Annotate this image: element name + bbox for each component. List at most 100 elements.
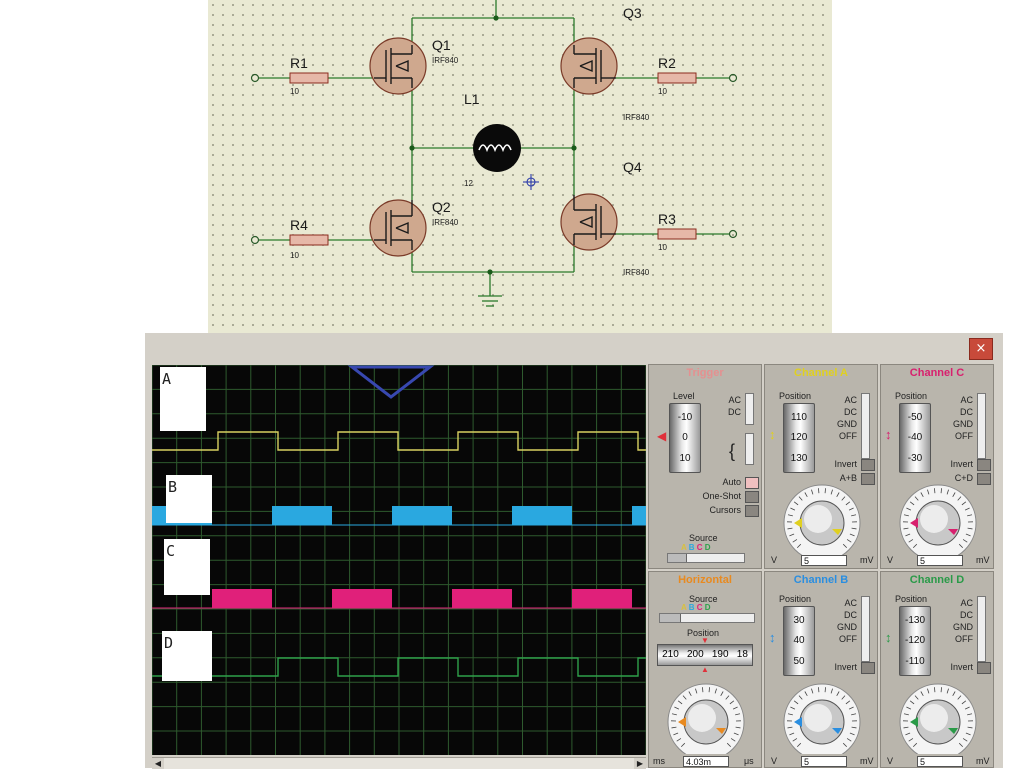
- position-arrow-icon: ↕: [769, 630, 776, 645]
- coupling-dc: DC: [937, 610, 973, 620]
- channel-b-panel: Channel B Position 30 40 50 ↕ AC DC GND …: [764, 571, 878, 768]
- q2-ref: Q2: [432, 199, 451, 215]
- oneshot-label: One-Shot: [679, 491, 741, 501]
- channel-a-volts-input[interactable]: 5: [801, 555, 847, 566]
- channel-a-coupling-switch[interactable]: [861, 393, 870, 459]
- auto-button[interactable]: [745, 477, 759, 489]
- source-d: D: [705, 603, 711, 612]
- oneshot-button[interactable]: [745, 491, 759, 503]
- source-slider[interactable]: [667, 553, 745, 563]
- trigger-level-drum[interactable]: -10 0 10: [669, 403, 701, 473]
- drum-value: 0: [670, 432, 700, 443]
- trigger-edge-switch[interactable]: [745, 433, 754, 465]
- trace-area: [152, 365, 646, 755]
- channel-b-volts-knob[interactable]: [772, 682, 872, 759]
- channel-c-volts-input[interactable]: 5: [917, 555, 963, 566]
- coupling-gnd: GND: [821, 419, 857, 429]
- channel-b-volts-input[interactable]: 5: [801, 756, 847, 767]
- source-a: A: [681, 603, 686, 612]
- schematic-canvas[interactable]: Q1 IRF840 Q2 IRF840 Q3 IRF840 Q4 IRF840 …: [208, 0, 832, 350]
- channel-b-label: B: [166, 475, 212, 523]
- channel-b-invert-button[interactable]: [861, 662, 875, 674]
- drum-value: -130: [900, 615, 930, 626]
- channel-a-volts-knob[interactable]: [772, 483, 872, 560]
- channel-c-position-drum[interactable]: -50 -40 -30: [899, 403, 931, 473]
- horizontal-source-slider[interactable]: [659, 613, 755, 623]
- r1-value: 10: [290, 87, 299, 96]
- cursors-button[interactable]: [745, 505, 759, 517]
- r3-value: 10: [658, 243, 667, 252]
- coupling-ac: AC: [937, 395, 973, 405]
- channel-a-invert-button[interactable]: [861, 459, 875, 471]
- coupling-ac: AC: [821, 395, 857, 405]
- channel-c-volts-knob[interactable]: [888, 483, 988, 560]
- position-label: Position: [779, 391, 811, 401]
- channel-c-pulse: [452, 589, 512, 608]
- unit-v: V: [771, 555, 777, 565]
- drum-value: 40: [784, 635, 814, 646]
- drum-value: 120: [784, 432, 814, 443]
- close-button[interactable]: ×: [969, 338, 993, 360]
- channel-b-position-drum[interactable]: 30 40 50: [783, 606, 815, 676]
- channel-c-coupling-switch[interactable]: [977, 393, 986, 459]
- source-channels: A B C D: [681, 543, 711, 552]
- q1-value: IRF840: [432, 56, 459, 65]
- drum-value: 50: [784, 656, 814, 667]
- channel-b-coupling-switch[interactable]: [861, 596, 870, 662]
- ac-label: AC: [719, 395, 741, 405]
- drum-value: 18: [737, 645, 748, 665]
- source-b: B: [689, 543, 695, 552]
- unit-v: V: [887, 756, 893, 766]
- channel-d-invert-button[interactable]: [977, 662, 991, 674]
- scroll-right-icon[interactable]: ▶: [634, 758, 646, 769]
- position-arrow-icon: ↕: [885, 427, 892, 442]
- r2-ref: R2: [658, 55, 676, 71]
- scroll-left-icon[interactable]: ◀: [152, 758, 164, 769]
- horizontal-position-drum[interactable]: 210 200 190 18: [657, 644, 753, 666]
- channel-a-panel: Channel A Position 110 120 130 ↕ AC DC G…: [764, 364, 878, 569]
- trigger-coupling-switch[interactable]: [745, 393, 754, 425]
- drum-value: 130: [784, 453, 814, 464]
- coupling-ac: AC: [821, 598, 857, 608]
- channel-c-pulse: [572, 589, 632, 608]
- channel-d-coupling-switch[interactable]: [977, 596, 986, 662]
- r1-ref: R1: [290, 55, 308, 71]
- r3-ref: R3: [658, 211, 676, 227]
- channel-d-panel: Channel D Position -130 -120 -110 ↕ AC D…: [880, 571, 994, 768]
- invert-label: Invert: [931, 662, 973, 672]
- channel-c-pulse: [212, 589, 272, 608]
- scope-display: A B C D: [152, 365, 646, 755]
- position-label: Position: [895, 391, 927, 401]
- drum-value: 30: [784, 615, 814, 626]
- level-label: Level: [673, 391, 695, 401]
- channel-a-position-drum[interactable]: 110 120 130: [783, 403, 815, 473]
- channel-d-position-drum[interactable]: -130 -120 -110: [899, 606, 931, 676]
- unit-mv: mV: [976, 555, 990, 565]
- coupling-off: OFF: [821, 431, 857, 441]
- source-b: B: [689, 603, 695, 612]
- source-channels: A B C D: [681, 603, 711, 612]
- drum-value: 210: [662, 645, 679, 665]
- source-d: D: [705, 543, 711, 552]
- coupling-dc: DC: [821, 610, 857, 620]
- position-arrow-icon: ↕: [885, 630, 892, 645]
- coupling-dc: DC: [821, 407, 857, 417]
- channel-d-volts-knob[interactable]: [888, 682, 988, 759]
- level-arrow-icon: ◀: [657, 429, 666, 443]
- channel-c-invert-button[interactable]: [977, 459, 991, 471]
- position-marker-up-icon: ▲: [701, 665, 709, 674]
- invert-label: Invert: [815, 662, 857, 672]
- channel-d-label: D: [162, 631, 212, 681]
- position-arrow-icon: ↕: [769, 427, 776, 442]
- h-bridge-schematic: Q1 IRF840 Q2 IRF840 Q3 IRF840 Q4 IRF840 …: [208, 0, 832, 350]
- scope-controls: Trigger Level -10 0 10 ◀ AC DC { Auto On…: [648, 364, 1000, 768]
- channel-d-volts-input[interactable]: 5: [917, 756, 963, 767]
- l1-ref: L1: [464, 91, 480, 107]
- coupling-gnd: GND: [821, 622, 857, 632]
- horizontal-scrollbar[interactable]: ◀ ▶: [152, 757, 646, 769]
- timebase-input[interactable]: 4.03m: [683, 756, 729, 767]
- channel-b-title: Channel B: [765, 574, 877, 586]
- drum-value: -10: [670, 412, 700, 423]
- horizontal-title: Horizontal: [649, 574, 761, 586]
- timebase-knob[interactable]: [656, 682, 756, 759]
